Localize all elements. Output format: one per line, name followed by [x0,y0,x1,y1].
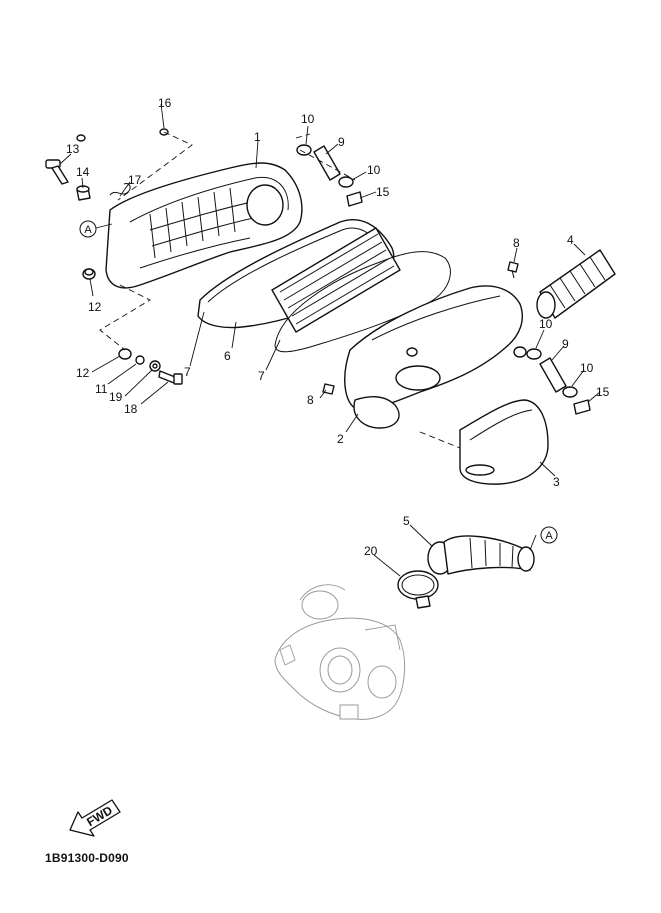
alignment-lines [99,131,461,449]
callout-4: 4 [567,233,574,247]
callout-7b: 7 [258,369,265,383]
case-cap-3 [459,399,549,485]
callout-10c: 10 [539,317,553,331]
washer-19 [149,360,161,372]
grommet-12-lower [118,348,132,360]
clamp-20 [397,570,439,609]
case-2 [344,285,527,429]
callout-5: 5 [403,514,410,528]
clamp-10-upper-b [338,176,354,188]
collar-11 [135,355,145,365]
drawing-code: 1B91300-D090 [45,851,129,865]
callout-9a: 9 [338,135,345,149]
joint-5 [427,535,535,575]
callout-9b: 9 [562,337,569,351]
callout-14: 14 [76,165,90,179]
callout-2: 2 [337,432,344,446]
clamp-10-right-a [526,348,542,360]
callout-3: 3 [553,475,560,489]
bolt-18 [158,370,183,385]
leader-lines [59,103,601,577]
callout-numbers: 1 2 3 4 5 6 7 7 8 8 9 9 10 10 10 10 11 1… [66,96,610,558]
callout-12b: 12 [76,366,90,380]
callout-18: 18 [124,402,138,416]
callout-19: 19 [109,390,123,404]
clamp-10-right-b [562,386,578,398]
reference-marker-right: A [540,526,558,544]
callout-7a: 7 [184,365,191,379]
clip-15-right [573,399,591,415]
callout-10b: 10 [367,163,381,177]
callout-20: 20 [364,544,378,558]
callout-8b: 8 [307,393,314,407]
case-cover-1 [105,162,303,289]
callout-15b: 15 [596,385,610,399]
screw-8-upper [507,261,519,279]
callout-12a: 12 [88,300,102,314]
callout-15a: 15 [376,185,390,199]
callout-10d: 10 [580,361,594,375]
clamp-10-upper-a [296,144,312,156]
callout-13: 13 [66,142,80,156]
cap-14 [76,185,91,201]
callout-17: 17 [128,173,142,187]
gasket-7 [274,251,451,353]
grommet-12-upper [82,268,96,280]
callout-16: 16 [158,96,172,110]
callout-1: 1 [254,130,261,144]
callout-10a: 10 [301,112,315,126]
drain-plug-13 [45,159,69,185]
intake-pipe-4 [536,249,616,319]
breather-hose-16 [67,61,169,142]
hose-9-right [539,357,567,393]
clip-15-upper [346,191,363,207]
callout-11: 11 [95,382,108,396]
reference-marker-right-label: A [545,530,553,542]
carburetor-ghost [274,584,405,720]
screw-8-lower [322,383,335,395]
fwd-arrow: FWD [69,799,121,837]
reference-marker-left: A [79,220,97,238]
callout-8a: 8 [513,236,520,250]
callout-6: 6 [224,349,231,363]
hose-9-upper [313,145,341,181]
reference-marker-left-label: A [84,224,92,236]
